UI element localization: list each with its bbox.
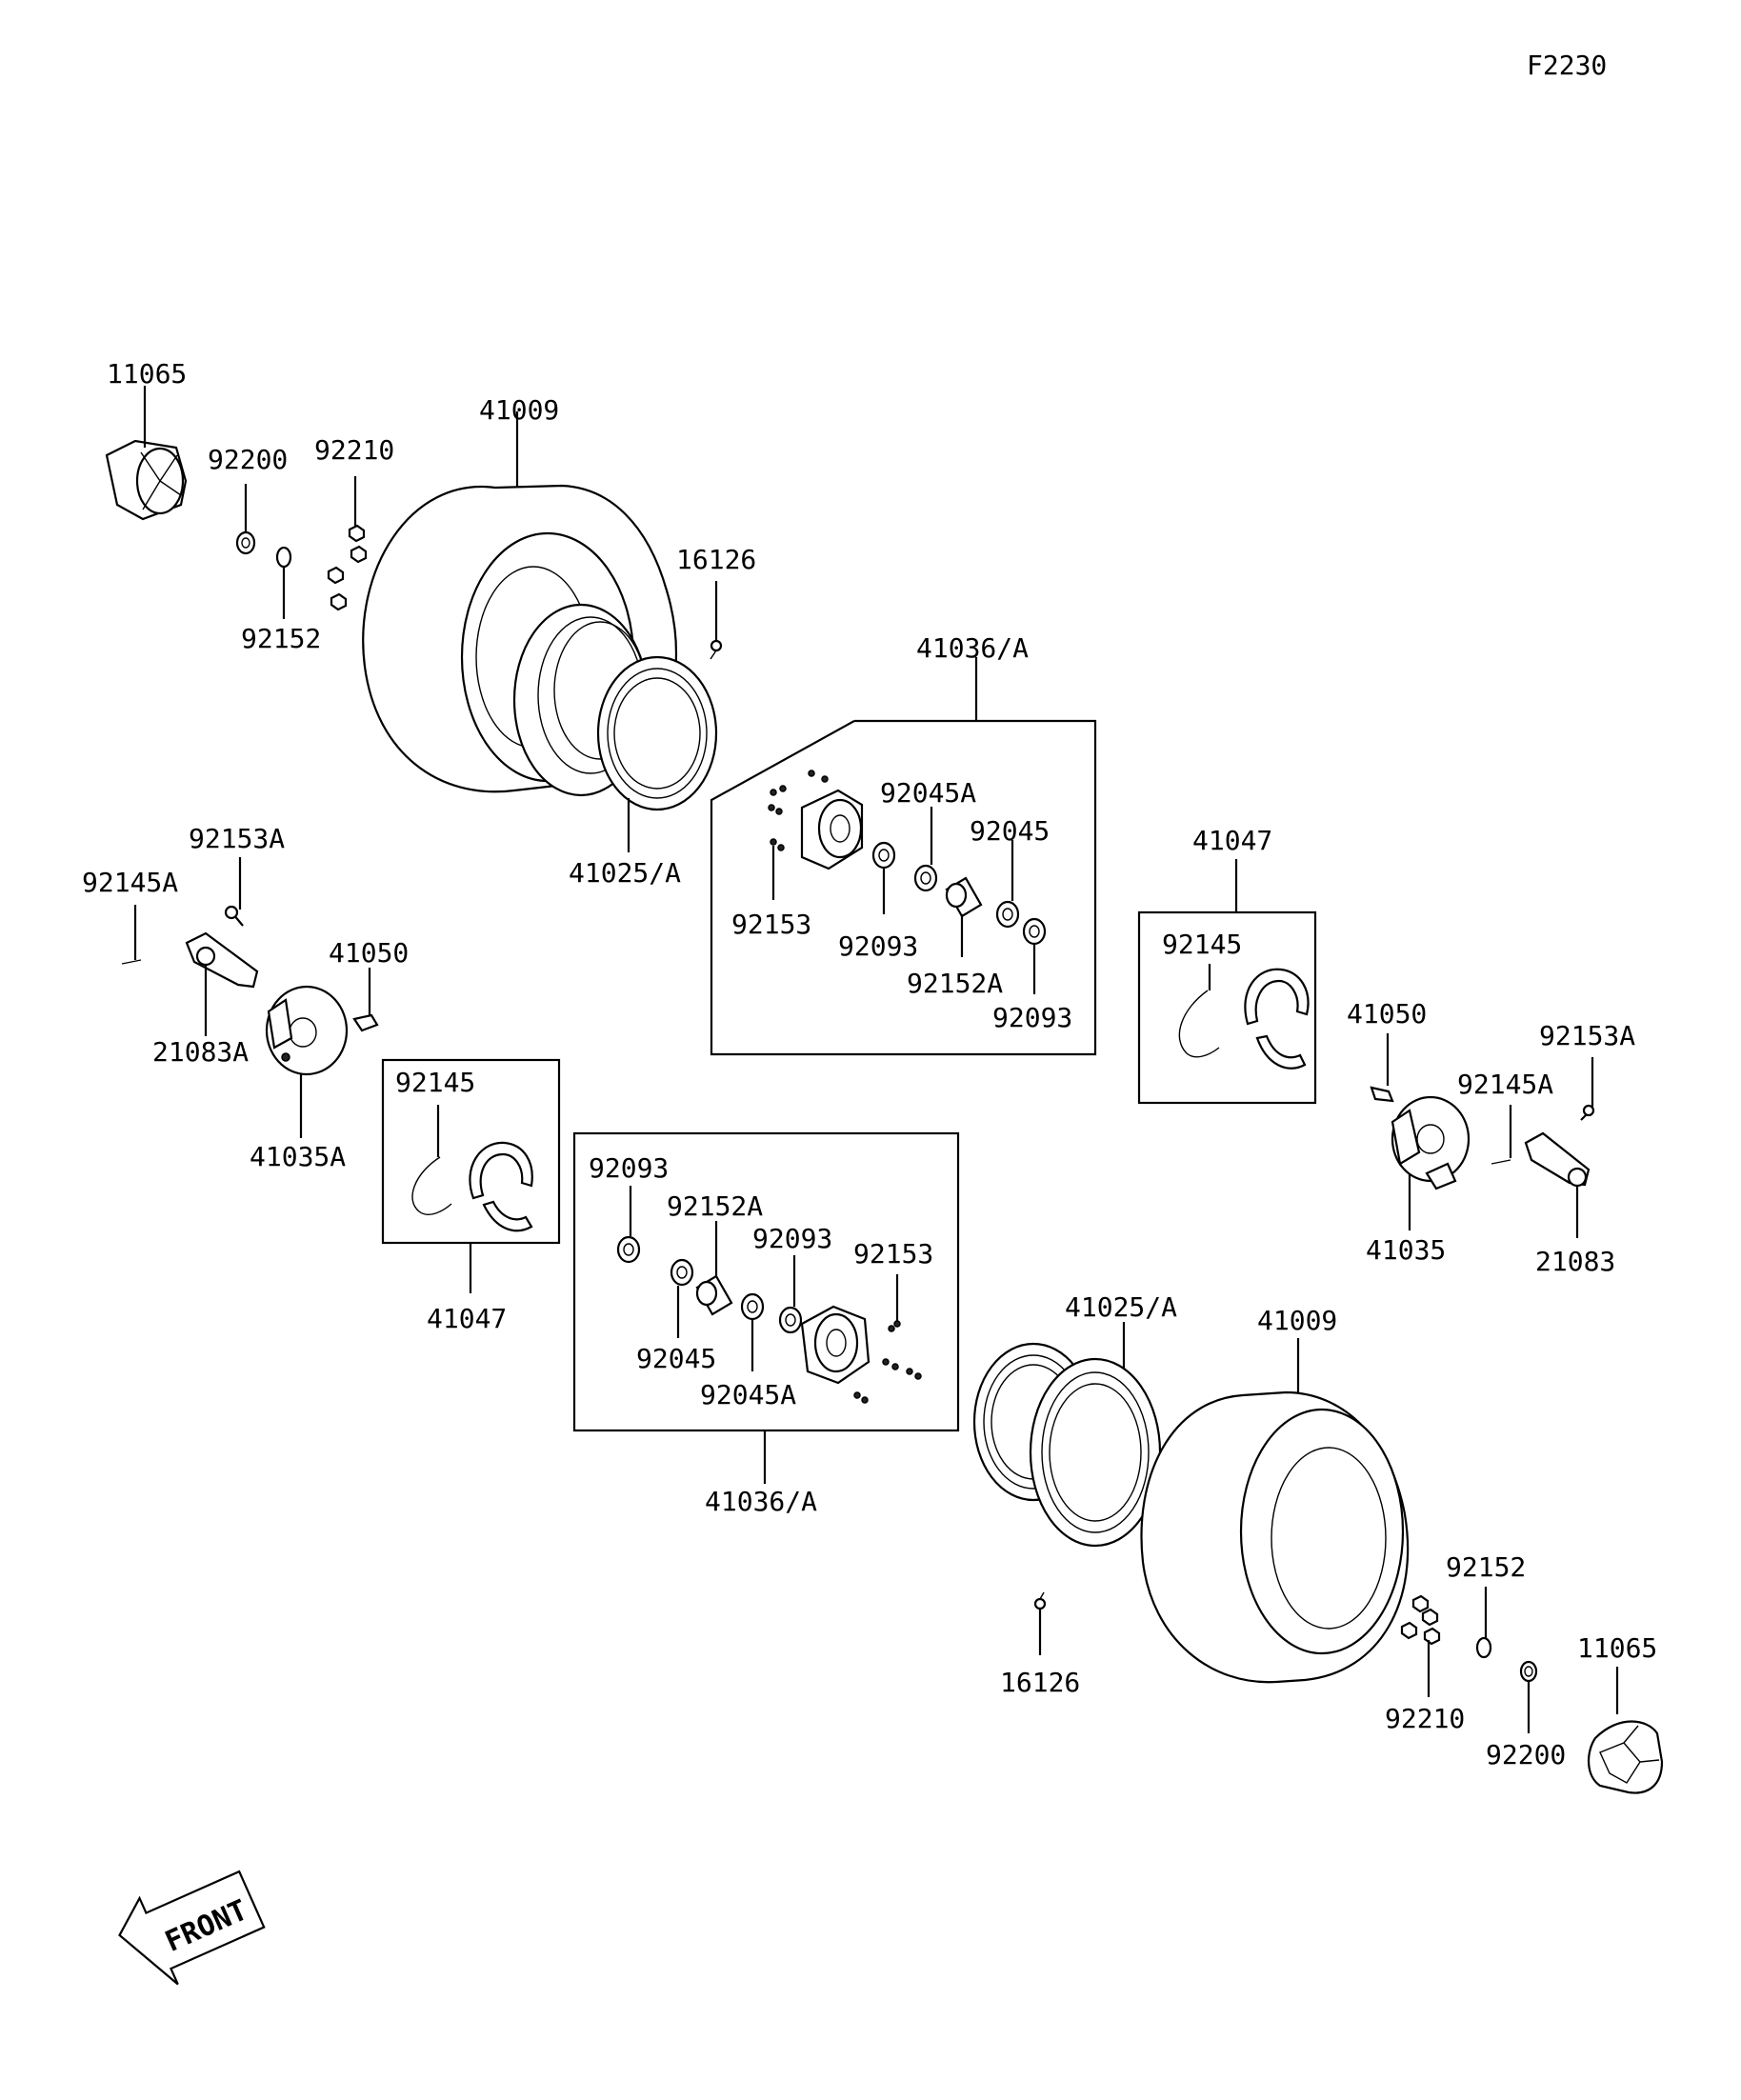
hub-top bbox=[800, 789, 864, 870]
label-41036A-top: 41036/A bbox=[916, 632, 1029, 664]
valve-left bbox=[710, 639, 723, 660]
oil-seal-bottom-1 bbox=[616, 1235, 641, 1264]
bearing-bottom bbox=[670, 1258, 694, 1287]
label-92093-bottom-2: 92093 bbox=[752, 1223, 832, 1254]
label-92200-right: 92200 bbox=[1486, 1739, 1566, 1770]
label-92093-bottom-1: 92093 bbox=[589, 1152, 669, 1184]
oil-seal-top-2 bbox=[1022, 917, 1047, 946]
tire-right bbox=[1140, 1390, 1410, 1684]
rim-right bbox=[972, 1342, 1162, 1548]
label-21083A: 21083A bbox=[152, 1036, 249, 1068]
seal-92045A-top bbox=[913, 864, 938, 892]
figure-id: F2230 bbox=[1527, 50, 1607, 81]
label-92210-left: 92210 bbox=[314, 434, 394, 466]
label-92152A-bottom: 92152A bbox=[667, 1190, 763, 1222]
cotter-pin-right bbox=[1491, 1159, 1511, 1165]
wheel-nuts-left bbox=[327, 524, 368, 611]
brake-shoes-top bbox=[1244, 968, 1310, 1070]
bearing-top bbox=[995, 900, 1020, 929]
label-92152A-top: 92152A bbox=[907, 968, 1003, 999]
label-92145-left: 92145 bbox=[395, 1067, 475, 1098]
hubkit-box-top bbox=[710, 719, 1097, 1056]
label-92200-left: 92200 bbox=[208, 444, 288, 475]
brake-shoes-left bbox=[469, 1141, 533, 1232]
collar-top bbox=[945, 876, 983, 918]
label-92045A-top: 92045A bbox=[880, 777, 976, 809]
label-92152-right: 92152 bbox=[1446, 1551, 1526, 1583]
label-92145-top: 92145 bbox=[1162, 929, 1242, 960]
label-16126-right: 16126 bbox=[1000, 1667, 1080, 1698]
label-92093-top-2: 92093 bbox=[992, 1002, 1072, 1033]
label-11065-right: 11065 bbox=[1577, 1632, 1657, 1664]
label-41035: 41035 bbox=[1366, 1234, 1446, 1266]
label-92145A-right: 92145A bbox=[1457, 1069, 1553, 1100]
valve-right bbox=[1033, 1591, 1047, 1610]
hubcap-right bbox=[1588, 1720, 1664, 1794]
label-92153-top: 92153 bbox=[731, 909, 811, 940]
label-41050-left: 41050 bbox=[329, 937, 409, 969]
collar-bottom bbox=[695, 1274, 733, 1316]
label-21083: 21083 bbox=[1535, 1246, 1615, 1277]
label-41025A-left: 41025/A bbox=[569, 857, 681, 889]
label-16126-left: 16126 bbox=[676, 544, 756, 575]
washer-left bbox=[235, 530, 256, 555]
label-41047-top: 41047 bbox=[1192, 825, 1272, 856]
label-92153A-right: 92153A bbox=[1539, 1020, 1635, 1051]
cotter-pin-left bbox=[121, 959, 142, 965]
brake-cam-right bbox=[1370, 1086, 1394, 1103]
brake-lever-right bbox=[1524, 1131, 1591, 1188]
label-41009-right: 41009 bbox=[1257, 1305, 1337, 1336]
hubcap-left bbox=[105, 439, 188, 521]
wheel-nuts-right bbox=[1400, 1594, 1441, 1646]
brake-spring-top bbox=[1178, 990, 1220, 1058]
label-92153-bottom: 92153 bbox=[853, 1238, 933, 1270]
label-41047-left: 41047 bbox=[427, 1303, 507, 1334]
lever-bolt-left bbox=[224, 905, 244, 927]
hub-bolts-top bbox=[768, 770, 829, 851]
brake-panel-left bbox=[265, 985, 349, 1076]
washer-right bbox=[1519, 1660, 1538, 1683]
hub-bolts-bottom bbox=[853, 1320, 922, 1404]
seal-92045A-bottom bbox=[740, 1292, 765, 1321]
label-41009-left: 41009 bbox=[479, 394, 559, 426]
hub-bottom bbox=[800, 1305, 870, 1385]
oil-seal-bottom-2 bbox=[778, 1306, 803, 1334]
lever-bolt-right bbox=[1580, 1104, 1595, 1121]
label-41035A: 41035A bbox=[250, 1141, 346, 1172]
brake-spring-left bbox=[411, 1156, 452, 1215]
pin-right bbox=[1475, 1636, 1492, 1659]
label-92153A-left: 92153A bbox=[189, 823, 285, 854]
label-92152-left: 92152 bbox=[241, 623, 321, 654]
label-92093-top-1: 92093 bbox=[838, 930, 918, 962]
label-92045-top: 92045 bbox=[970, 815, 1050, 847]
oil-seal-top-1 bbox=[871, 841, 896, 870]
front-arrow: FRONT bbox=[118, 1870, 266, 1986]
label-92210-right: 92210 bbox=[1385, 1703, 1465, 1734]
brake-shoe-box-top bbox=[1137, 910, 1317, 1105]
label-92145A-left: 92145A bbox=[82, 867, 178, 898]
brake-lever-left bbox=[185, 931, 259, 989]
label-41036A-bottom: 41036/A bbox=[705, 1486, 817, 1517]
label-92045-bottom: 92045 bbox=[636, 1343, 716, 1374]
label-11065-left: 11065 bbox=[107, 358, 187, 390]
hubkit-box-bottom bbox=[572, 1131, 960, 1432]
pin-left bbox=[275, 546, 292, 569]
label-92045A-bottom: 92045A bbox=[700, 1379, 796, 1410]
label-41025A-right: 41025/A bbox=[1065, 1291, 1177, 1323]
label-41050-right: 41050 bbox=[1347, 998, 1427, 1030]
rim-left bbox=[512, 603, 718, 811]
brake-cam-left bbox=[352, 1013, 379, 1032]
brake-panel-right bbox=[1391, 1095, 1471, 1190]
